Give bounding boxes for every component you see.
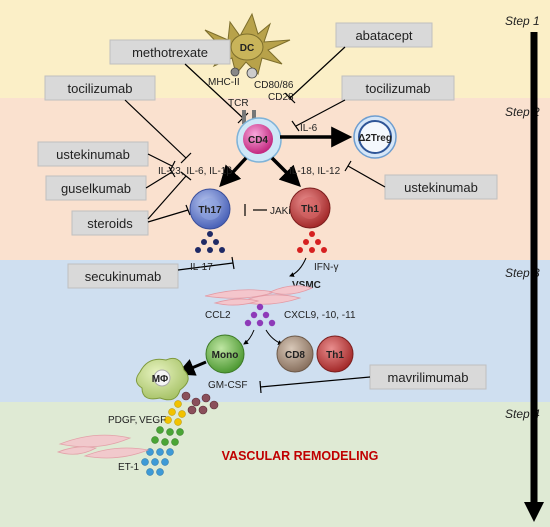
svg-text:steroids: steroids	[87, 216, 133, 231]
methotrexate-box: methotrexate	[109, 39, 231, 65]
mhc-ii-label: MHC-II	[208, 77, 240, 88]
vascular-remodeling-label: VASCULAR REMODELING	[222, 449, 379, 463]
arrow-cd4-to-th1	[270, 156, 301, 187]
step4-band	[0, 402, 550, 527]
cxcl-label: CXCL9, -10, -11	[284, 310, 356, 321]
remodeling-cells	[56, 434, 150, 459]
svg-text:abatacept: abatacept	[355, 28, 412, 43]
svg-text:secukinumab: secukinumab	[85, 269, 162, 284]
th1-secondary-cell: Th1	[316, 335, 354, 373]
step1-label: Step 1	[505, 14, 540, 28]
cd4-label: CD4	[248, 135, 268, 146]
et1-label: ET-1	[118, 462, 140, 473]
svg-text:tocilizumab: tocilizumab	[365, 81, 430, 96]
il6-label: IL-6	[300, 123, 318, 134]
svg-text:mavrilimumab: mavrilimumab	[388, 370, 469, 385]
pdgf-dots	[151, 426, 184, 446]
tcr-label: TCR	[228, 98, 249, 109]
th1-label: Th1	[301, 204, 319, 215]
cd80-86-label: CD80/86	[254, 80, 294, 91]
th17-cell: Th17	[189, 188, 231, 230]
svg-text:tocilizumab: tocilizumab	[67, 81, 132, 96]
timeline-arrowhead	[524, 502, 544, 522]
gmcsf-dots	[181, 391, 219, 415]
cd8-cell: CD8	[276, 335, 314, 373]
il17-label: IL-17	[190, 262, 213, 273]
macrophage-cell: MΦ	[136, 357, 189, 401]
macrophage-label: MΦ	[152, 374, 169, 385]
ccl2-label: CCL2	[205, 310, 231, 321]
gm-csf-label: GM-CSF	[208, 380, 247, 391]
jaki-label: JAKi	[270, 206, 291, 217]
arrow-to-mono	[243, 329, 255, 345]
tocilizumab-right-box: tocilizumab	[341, 75, 455, 101]
ifng-label: IFN-γ	[314, 262, 338, 273]
vsmc-cells	[204, 285, 314, 306]
et1-dots	[141, 448, 174, 476]
cd8-label: CD8	[285, 350, 305, 361]
cd28-label: CD28	[268, 92, 294, 103]
vegf-label: VEGF	[139, 415, 166, 426]
steroids-box: steroids	[71, 210, 149, 236]
il17-dots	[195, 231, 225, 253]
tocilizumab-left-box: tocilizumab	[44, 75, 156, 101]
vsmc-label: VSMC	[292, 280, 321, 291]
svg-text:ustekinumab: ustekinumab	[56, 147, 130, 162]
cd4-cell: CD4	[236, 110, 282, 163]
abatacept-box: abatacept	[335, 22, 433, 48]
dc-label: DC	[240, 43, 254, 54]
th17-label: Th17	[198, 205, 222, 216]
mavrilimumab-box: mavrilimumab	[369, 364, 487, 390]
ustekinumab-left-box: ustekinumab	[37, 141, 149, 167]
mono-cell: Mono	[205, 334, 245, 374]
ustekinumab-right-box: ustekinumab	[384, 174, 498, 200]
chemokine-dots	[244, 303, 276, 327]
treg-label: Δ2Treg	[358, 133, 392, 144]
svg-text:ustekinumab: ustekinumab	[404, 180, 478, 195]
il23-il6-il1b-label: IL-23, IL-6, IL-1β	[158, 166, 232, 177]
ifng-dots	[297, 231, 327, 253]
inhibition-lines	[124, 46, 386, 394]
vegf-dots	[164, 400, 186, 426]
il18-il12-label: IL-18, IL-12	[289, 166, 341, 177]
secukinumab-box: secukinumab	[67, 263, 179, 289]
arrow-ifng-to-vsmc	[289, 257, 307, 277]
svg-text:methotrexate: methotrexate	[132, 45, 208, 60]
mono-label: Mono	[212, 350, 239, 361]
th1-secondary-label: Th1	[326, 350, 344, 361]
treg-cell: Δ2Treg	[353, 115, 397, 159]
svg-text:guselkumab: guselkumab	[61, 181, 131, 196]
arrow-cd4-to-th17	[219, 156, 248, 188]
pdgf-label: PDGF,	[108, 415, 137, 426]
guselkumab-box: guselkumab	[45, 175, 147, 201]
th1-cell: Th1	[289, 187, 331, 229]
